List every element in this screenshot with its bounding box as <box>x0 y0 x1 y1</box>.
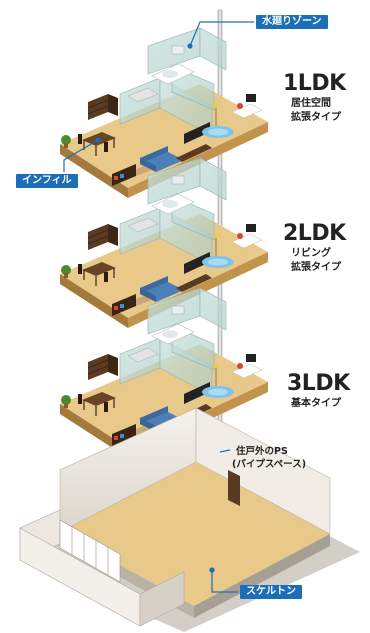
plan-1-subtitle-2: 拡張タイプ <box>291 112 341 123</box>
plan-1-title: 1LDK <box>283 71 346 96</box>
ps-label-line-2: (パイプスペース) <box>232 459 307 470</box>
plan-1-subtitle-1: 居住空間 <box>291 98 331 109</box>
ps-label-line-1: 住戸外のPS <box>236 446 288 457</box>
plan-2-subtitle-1: リビング <box>291 248 331 259</box>
plan-3-subtitle-1: 基本タイプ <box>291 398 341 409</box>
skeleton-tag: スケルトン <box>240 585 302 599</box>
plan-3-title: 3LDK <box>287 371 350 396</box>
infill-tag: インフィル <box>16 174 78 188</box>
water-zone-tag: 水廻りゾーン <box>256 15 328 29</box>
plan-2-subtitle-2: 拡張タイプ <box>291 262 341 273</box>
plan-2-title: 2LDK <box>283 221 346 246</box>
